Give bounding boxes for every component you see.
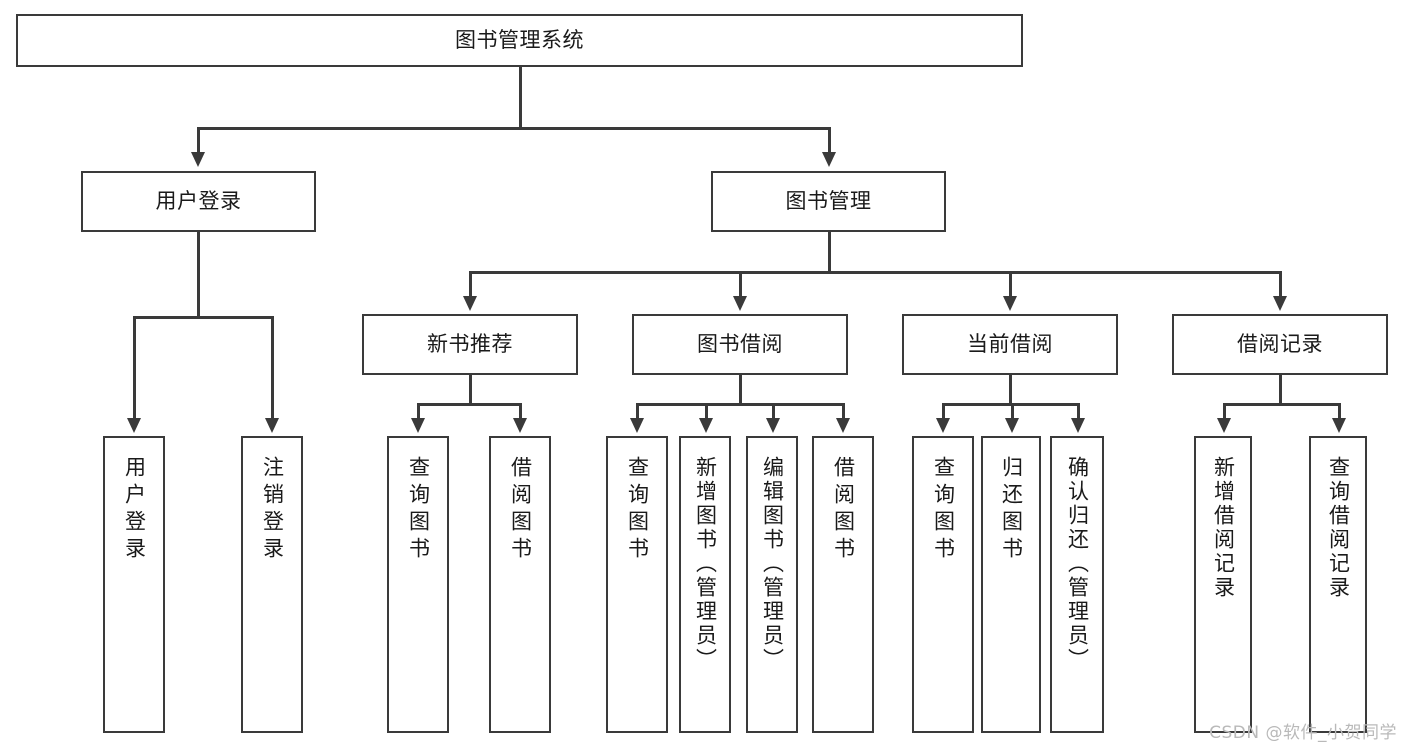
arrowhead-user-login <box>191 152 205 167</box>
arrowhead-leaf-edit-book <box>766 418 780 433</box>
connector-borrow-record-bus <box>1223 403 1340 406</box>
connector-level3-drop-1 <box>739 271 742 299</box>
connector-new-book-drop-1 <box>519 403 522 420</box>
connector-borrow-record-drop-0 <box>1223 403 1226 420</box>
node-label: 图书借阅 <box>697 332 783 357</box>
connector-new-book-bus <box>417 403 522 406</box>
leaf-label: 查询图书 <box>931 456 956 564</box>
leaf-query-book-borrow[interactable]: 查询图书 <box>606 436 668 733</box>
connector-current-borrow-drop-0 <box>942 403 945 420</box>
leaf-borrow-book-new[interactable]: 借阅图书 <box>489 436 551 733</box>
arrowhead-leaf-add-book <box>699 418 713 433</box>
arrowhead-leaf-return-book <box>1005 418 1019 433</box>
leaf-add-book-admin[interactable]: 新增图书（管理员） <box>679 436 731 733</box>
node-book-management[interactable]: 图书管理 <box>711 171 946 232</box>
node-borrow-record[interactable]: 借阅记录 <box>1172 314 1388 375</box>
leaf-query-borrow-record[interactable]: 查询借阅记录 <box>1309 436 1367 733</box>
connector-level3-drop-0 <box>469 271 472 299</box>
leaf-label: 新增图书（管理员） <box>693 456 718 672</box>
connector-book-borrow-drop-3 <box>842 403 845 420</box>
arrowhead-current-borrow <box>1003 296 1017 311</box>
leaf-label: 用户登录 <box>122 456 147 564</box>
node-label: 用户登录 <box>155 189 242 214</box>
connector-user-login-drop-0 <box>133 316 136 420</box>
connector-new-book-drop-0 <box>417 403 420 420</box>
watermark: CSDN @软件_小贺同学 <box>1209 723 1397 743</box>
connector-book-borrow-drop-2 <box>772 403 775 420</box>
leaf-label: 确认归还（管理员） <box>1065 456 1090 672</box>
leaf-label: 查询图书 <box>625 456 650 564</box>
arrowhead-leaf-query-record <box>1332 418 1346 433</box>
leaf-return-book[interactable]: 归还图书 <box>981 436 1041 733</box>
connector-book-borrow-bus <box>636 403 844 406</box>
connector-user-login-bus <box>133 316 274 319</box>
leaf-label: 注销登录 <box>260 456 285 564</box>
leaf-logout[interactable]: 注销登录 <box>241 436 303 733</box>
connector-current-borrow-bus <box>942 403 1079 406</box>
arrowhead-book-borrow <box>733 296 747 311</box>
leaf-label: 查询图书 <box>406 456 431 564</box>
arrowhead-leaf-logout <box>265 418 279 433</box>
node-label: 新书推荐 <box>427 332 513 357</box>
connector-level2-bus <box>197 127 830 130</box>
arrowhead-leaf-confirm-return <box>1071 418 1085 433</box>
node-current-borrow[interactable]: 当前借阅 <box>902 314 1118 375</box>
connector-current-borrow-drop-2 <box>1077 403 1080 420</box>
connector-book-management-stem <box>828 232 831 272</box>
leaf-edit-book-admin[interactable]: 编辑图书（管理员） <box>746 436 798 733</box>
connector-current-borrow-drop-1 <box>1011 403 1014 420</box>
connector-level3-drop-3 <box>1279 271 1282 299</box>
arrowhead-leaf-add-record <box>1217 418 1231 433</box>
connector-book-borrow-stem <box>739 375 742 404</box>
node-book-borrow[interactable]: 图书借阅 <box>632 314 848 375</box>
arrowhead-leaf-query-book-3 <box>936 418 950 433</box>
arrowhead-leaf-query-book-2 <box>630 418 644 433</box>
arrowhead-leaf-user-login <box>127 418 141 433</box>
arrowhead-borrow-record <box>1273 296 1287 311</box>
connector-level2-drop-right <box>828 127 831 155</box>
leaf-label: 借阅图书 <box>508 456 533 564</box>
connector-new-book-stem <box>469 375 472 404</box>
leaf-label: 编辑图书（管理员） <box>760 456 785 672</box>
node-label: 图书管理 <box>785 189 872 214</box>
connector-root-stem <box>519 67 522 128</box>
arrowhead-leaf-query-book-1 <box>411 418 425 433</box>
leaf-confirm-return-admin[interactable]: 确认归还（管理员） <box>1050 436 1104 733</box>
connector-book-borrow-drop-0 <box>636 403 639 420</box>
connector-user-login-drop-1 <box>271 316 274 420</box>
leaf-label: 归还图书 <box>999 456 1024 564</box>
arrowhead-leaf-borrow-book-1 <box>513 418 527 433</box>
node-label: 借阅记录 <box>1237 332 1323 357</box>
leaf-query-book-new[interactable]: 查询图书 <box>387 436 449 733</box>
connector-level3-bus <box>469 271 1281 274</box>
leaf-label: 查询借阅记录 <box>1326 456 1351 600</box>
arrowhead-book-management <box>822 152 836 167</box>
connector-borrow-record-stem <box>1279 375 1282 404</box>
node-user-login[interactable]: 用户登录 <box>81 171 316 232</box>
leaf-label: 借阅图书 <box>831 456 856 564</box>
connector-book-borrow-drop-1 <box>705 403 708 420</box>
node-label: 当前借阅 <box>967 332 1053 357</box>
connector-user-login-stem <box>197 232 200 317</box>
node-label: 图书管理系统 <box>455 28 584 53</box>
connector-level2-drop-left <box>197 127 200 155</box>
leaf-user-login[interactable]: 用户登录 <box>103 436 165 733</box>
connector-current-borrow-stem <box>1009 375 1012 404</box>
connector-level3-drop-2 <box>1009 271 1012 299</box>
leaf-query-book-current[interactable]: 查询图书 <box>912 436 974 733</box>
node-new-book-recommend[interactable]: 新书推荐 <box>362 314 578 375</box>
arrowhead-new-book-recommend <box>463 296 477 311</box>
leaf-borrow-book-borrow[interactable]: 借阅图书 <box>812 436 874 733</box>
leaf-add-borrow-record[interactable]: 新增借阅记录 <box>1194 436 1252 733</box>
connector-borrow-record-drop-1 <box>1338 403 1341 420</box>
arrowhead-leaf-borrow-book-2 <box>836 418 850 433</box>
leaf-label: 新增借阅记录 <box>1211 456 1236 600</box>
node-root-book-management-system[interactable]: 图书管理系统 <box>16 14 1023 67</box>
